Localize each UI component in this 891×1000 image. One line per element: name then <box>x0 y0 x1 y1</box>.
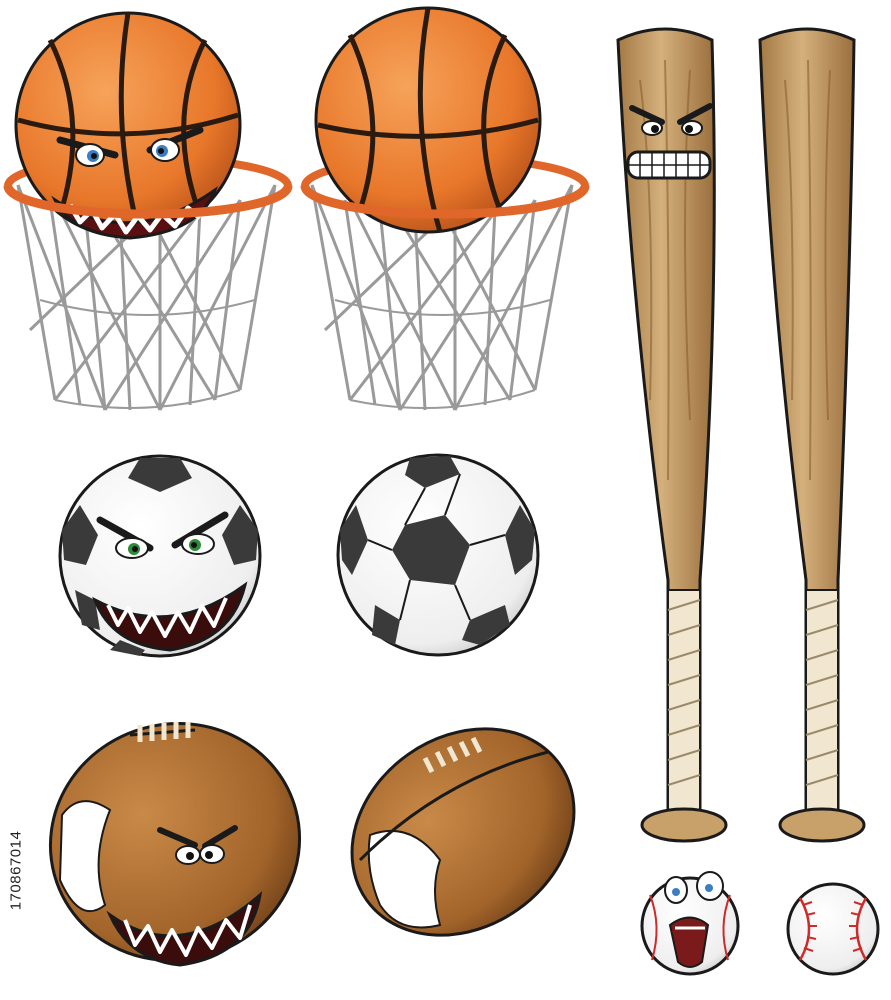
football-stripe <box>58 800 112 913</box>
soccer-patches <box>340 456 535 645</box>
hoop-rim-front <box>300 185 590 219</box>
stock-image-id-text: 170867014 <box>7 830 25 910</box>
scared-baseball <box>640 871 740 976</box>
net <box>310 184 574 411</box>
soccer-seams <box>367 473 506 621</box>
basketball-in-hoop <box>300 6 590 411</box>
basketball <box>314 6 542 234</box>
angry-face <box>626 103 713 180</box>
baseball-bat <box>758 27 866 843</box>
angry-baseball-bat <box>616 27 728 843</box>
football-stripe <box>367 829 442 929</box>
football-laces <box>129 722 196 742</box>
angry-football <box>48 722 302 967</box>
basketball <box>14 11 242 239</box>
hoop-rim-front <box>3 185 293 219</box>
angry-face <box>106 825 263 967</box>
angry-face <box>92 511 248 652</box>
angry-basketball-in-hoop <box>3 11 293 411</box>
bat-grip-tape <box>667 589 701 811</box>
bat-grip-tape <box>805 589 839 811</box>
bat-knob <box>778 807 866 843</box>
angry-soccer-ball <box>58 454 262 658</box>
stock-image-id: 170867014 <box>2 760 30 980</box>
football-laces <box>422 736 483 774</box>
scared-face <box>664 871 724 968</box>
bat-knob <box>640 807 728 843</box>
net <box>16 184 277 411</box>
baseball <box>786 882 880 976</box>
soccer-ball <box>336 453 540 657</box>
football-seam <box>358 750 549 862</box>
football <box>350 727 576 937</box>
